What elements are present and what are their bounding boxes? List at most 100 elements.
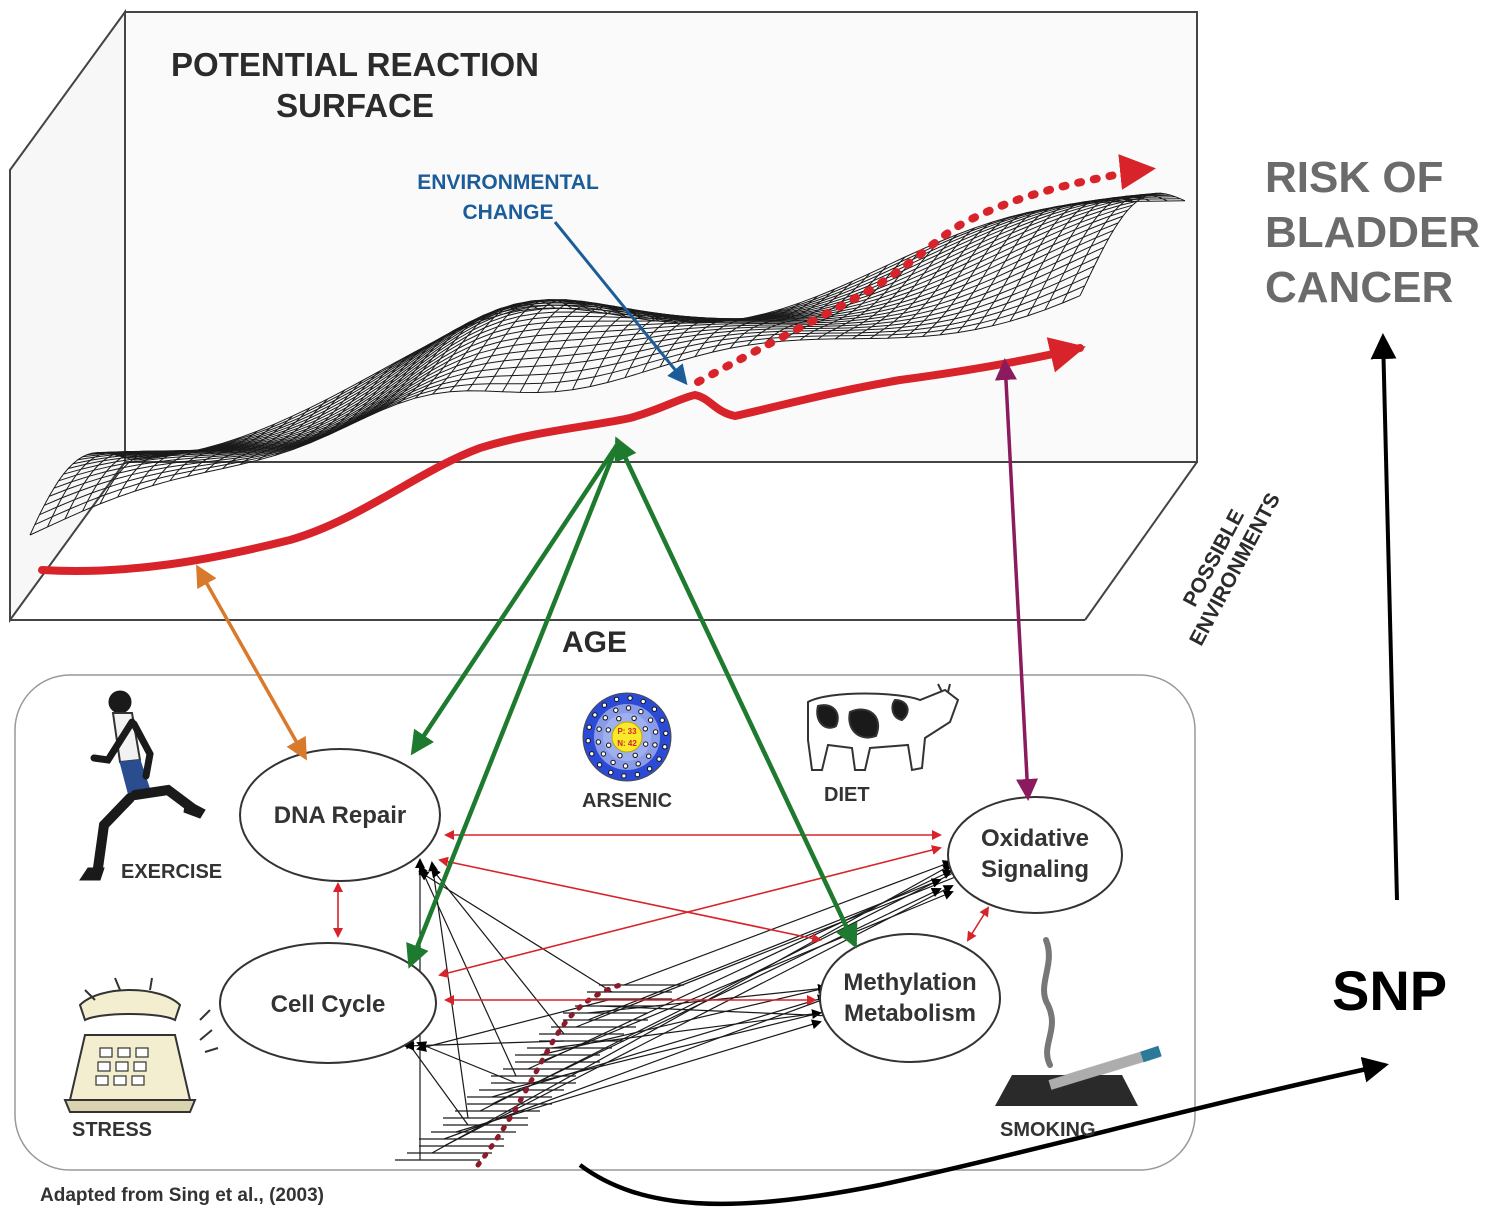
electron — [596, 726, 602, 732]
electron — [602, 715, 608, 721]
electron — [634, 771, 641, 778]
green-link-arrows — [406, 436, 858, 969]
mesh-column-line — [1079, 192, 1186, 296]
diet-label: DIET — [824, 784, 870, 806]
mesh-column-line — [764, 272, 871, 344]
risk-of-bladder-cancer-label: RISK OF BLADDER CANCER — [1265, 150, 1480, 315]
network-arrow — [443, 992, 840, 1140]
mesh-column-line — [47, 451, 153, 528]
network-arrow — [455, 1019, 822, 1133]
mesh-column-line — [712, 295, 818, 353]
mesh-column-line — [974, 203, 1081, 330]
snp-label: SNP — [1332, 959, 1448, 1022]
electron — [606, 742, 612, 748]
mesh-column-line — [747, 280, 853, 346]
arsenic-atom-icon — [582, 692, 672, 782]
mesh-column-line — [1027, 197, 1133, 317]
electron — [646, 753, 652, 759]
mesh-column-line — [572, 310, 678, 390]
electron — [600, 751, 607, 757]
dna-repair-label: DNA Repair — [273, 802, 407, 829]
source-credit: Adapted from Sing et al., (2003) — [40, 1185, 324, 1206]
electron — [638, 708, 644, 715]
electron — [651, 706, 658, 712]
mesh-column-line — [1009, 198, 1116, 322]
electron — [621, 773, 627, 779]
cell-cycle-node — [219, 942, 437, 1064]
mesh-column-line — [239, 389, 346, 465]
mesh-column-line — [869, 227, 976, 339]
mesh-column-line — [169, 423, 276, 482]
network-dotted-path — [475, 982, 623, 1168]
telephone-icon — [63, 977, 219, 1113]
exercise-label: EXERCISE — [121, 861, 223, 883]
mesh-column-line — [134, 437, 241, 492]
electron — [646, 766, 653, 772]
electron — [625, 705, 632, 711]
electron — [632, 752, 638, 758]
mesh-column-line — [624, 316, 731, 378]
electron — [662, 744, 668, 750]
mesh-column-line — [484, 299, 591, 392]
snp-to-risk-arrow — [1370, 333, 1399, 901]
electron — [592, 712, 598, 718]
mesh-column-line — [992, 200, 1098, 327]
dna-repair-node — [239, 748, 441, 882]
mesh-column-line — [467, 299, 573, 392]
electron — [596, 762, 603, 768]
environmental-change-label: ENVIRONMENTAL CHANGE — [398, 168, 618, 228]
mesh-column-line — [344, 333, 451, 428]
mesh-column-line — [397, 312, 503, 405]
electron — [643, 741, 649, 747]
surface-title: POTENTIAL REACTION SURFACE — [160, 44, 550, 126]
mesh-column-line — [222, 398, 328, 469]
methylation-metabolism-label: Methylation Metabolism — [825, 967, 995, 1029]
mesh-column-line — [204, 407, 311, 473]
stress-label: STRESS — [72, 1119, 153, 1141]
mesh-column-line — [257, 380, 363, 461]
network-arrow — [599, 1005, 834, 1021]
methylation-line1: Methylation — [843, 969, 977, 996]
mesh-column-line — [554, 308, 661, 392]
mesh-column-line — [327, 342, 433, 436]
electron — [635, 761, 641, 767]
age-axis-label: AGE — [562, 626, 628, 659]
mesh-column-line — [887, 221, 993, 339]
smoking-label: SMOKING — [1000, 1119, 1096, 1141]
exercise-link-arrow — [196, 564, 307, 761]
mesh-column-line — [29, 452, 136, 536]
electron — [640, 698, 646, 705]
electron — [652, 742, 658, 748]
mesh-column-line — [729, 288, 836, 349]
electron — [616, 716, 622, 722]
electron — [642, 726, 648, 732]
mesh-column-line — [379, 318, 486, 412]
oxidative-line1: Oxidative — [980, 825, 1090, 852]
mesh-column-line — [99, 447, 206, 505]
electron — [652, 729, 659, 735]
mesh-column-line — [414, 307, 521, 399]
surface-title-line2: SURFACE — [276, 87, 434, 124]
mesh-column-line — [82, 450, 188, 512]
surface-title-line1: POTENTIAL REACTION — [171, 46, 539, 83]
risk-line3: CANCER — [1265, 263, 1454, 312]
mesh-column-line — [362, 325, 468, 420]
mesh-column-line — [852, 234, 958, 340]
electron — [601, 702, 608, 708]
electron — [610, 759, 616, 766]
arsenic-core-label-2: N: 42 — [617, 739, 637, 748]
mesh-column-line — [817, 248, 923, 340]
mesh-column-line — [922, 212, 1028, 337]
mesh-column-line — [432, 303, 538, 395]
electron — [613, 707, 619, 713]
mesh-column-line — [449, 300, 556, 393]
electron — [622, 763, 629, 769]
environmental-change-arrow — [553, 221, 688, 386]
env-change-line2: CHANGE — [462, 201, 554, 224]
electron — [613, 696, 620, 703]
network-arrow — [551, 1009, 822, 1049]
electron — [605, 727, 611, 733]
electron — [656, 756, 662, 762]
mesh-column-line — [799, 256, 906, 341]
